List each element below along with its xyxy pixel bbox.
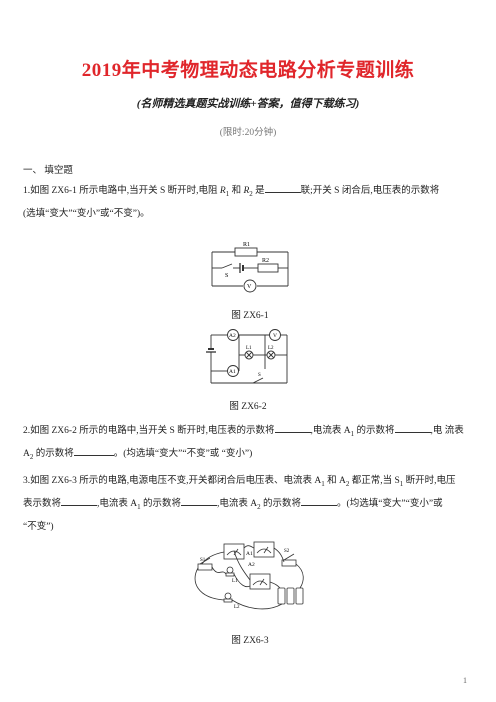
question-1: 1.如图 ZX6-1 所示电路中,当开关 S 断开时,电阻 R1 和 R2 是联…	[23, 181, 473, 224]
question-1-line-1: 1.如图 ZX6-1 所示电路中,当开关 S 断开时,电阻 R1 和 R2 是联…	[23, 181, 473, 204]
figure-zx6-3-apparatus: A1 A2 S1 S2 L1 L2	[194, 541, 304, 610]
q1-r1-sub: 1	[225, 189, 230, 198]
voltmeter-v2	[269, 329, 281, 341]
label-a2-apparatus: A2	[248, 562, 255, 568]
answer-blank[interactable]	[264, 182, 301, 193]
q3-sub-2: 2	[345, 479, 350, 488]
q3-text-f: ,电流表 A	[97, 498, 138, 509]
voltmeter-v	[243, 279, 257, 293]
switch-s2	[252, 377, 264, 384]
q2-text-f: 的示数将	[33, 448, 74, 459]
q3-text-e: 表示数将	[23, 498, 62, 509]
label-a1-apparatus: A1	[246, 551, 253, 557]
question-2-line-1: 2.如图 ZX6-2 所示的电路中,当开关 S 断开时,电压表的示数将 ,电流表 …	[23, 421, 473, 444]
q3-text-c: 都正常,当 S	[349, 476, 400, 486]
label-l2-apparatus: L2	[234, 605, 240, 610]
q2-text-g: 。(均选填“变大”“不变”或 “变小”)	[113, 448, 253, 459]
question-3-line-2: 表示数将,电流表 A1 的示数将,电流表 A2 的示数将。(均选填“变大”“变小…	[23, 494, 473, 517]
figure-zx6-2-circuit: A2 V L1 L2 A1 S	[206, 329, 288, 384]
resistor-r2	[257, 263, 279, 273]
q1-and: 和	[229, 186, 244, 196]
figure-zx6-3-caption: 图 ZX6-3	[231, 636, 269, 646]
q2-a2-sub: 2	[29, 452, 34, 461]
q3-sub-5: 2	[257, 502, 261, 511]
question-1-line-2: (选填“变大”“变小”或“不变”)。	[23, 208, 150, 219]
q1-r2: R	[243, 186, 250, 196]
q3-sub-4: 1	[137, 502, 141, 511]
section-heading: 一、 填空题	[23, 166, 73, 176]
label-a2: A2	[229, 333, 236, 339]
q3-sub-3: 1	[399, 479, 404, 488]
label-s2: S	[258, 373, 261, 378]
switch-s2-apparatus	[281, 559, 297, 567]
page-subtitle: (名师精选真题实战训练+答案，值得下载练习)	[136, 98, 360, 110]
q2-text-e: A	[23, 448, 30, 459]
battery-cell	[277, 587, 286, 605]
q1-text-a: 1.如图 ZX6-1 所示电路中,当开关 S 断开时,电阻	[23, 186, 220, 196]
label-r2: R2	[262, 258, 269, 264]
meter-a2	[253, 541, 275, 558]
label-l1: L1	[246, 346, 252, 351]
answer-blank[interactable]	[274, 422, 311, 433]
q1-is: 是	[252, 186, 265, 196]
q1-text-b: 联;开关 S 闭合后,电压表的示数将	[300, 186, 440, 196]
q3-text-j: 。(均选填“变大”“变小”或	[337, 498, 443, 509]
question-2: 2.如图 ZX6-2 所示的电路中,当开关 S 断开时,电压表的示数将 ,电流表 …	[23, 421, 473, 467]
q3-text-g: 的示数将	[140, 498, 182, 509]
ammeter-a1	[227, 365, 239, 377]
meter-a1	[223, 543, 245, 560]
q2-text-a: 2.如图 ZX6-2 所示的电路中,当开关 S 断开时,电压表的示数将	[23, 426, 275, 436]
question-3: 3.如图 ZX6-3 所示的电路,电源电压不变,开关都闭合后电压表、电流表 A1…	[23, 471, 473, 537]
q2-a1-sub: 1	[350, 429, 355, 438]
q3-text-d: 断开时,电压	[403, 476, 456, 486]
label-s2: S2	[284, 549, 290, 554]
answer-blank[interactable]	[73, 445, 114, 456]
label-r1: R1	[243, 242, 250, 248]
q3-text-i: 的示数将	[260, 498, 302, 509]
page-title: 2019年中考物理动态电路分析专题训练	[81, 60, 415, 81]
q1-r2-sub: 2	[249, 189, 253, 198]
figure-zx6-2-caption: 图 ZX6-2	[229, 402, 267, 412]
time-limit: (限时:20分钟)	[219, 128, 277, 138]
label-v: V	[247, 284, 252, 290]
ammeter-a2	[227, 329, 239, 341]
q1-r1: R	[219, 186, 226, 196]
meter-voltmeter	[249, 573, 271, 590]
q3-text-h: ,电流表 A	[217, 498, 258, 509]
label-a1: A1	[229, 369, 236, 375]
switch-s1	[197, 563, 213, 571]
question-3-line-3: “不变”)	[23, 521, 54, 532]
battery-cell	[286, 587, 295, 605]
q2-text-d: ,电 流表	[430, 426, 464, 436]
label-s1: S1	[200, 558, 206, 563]
label-l1-apparatus: L1	[232, 579, 238, 584]
label-v2: V	[273, 333, 277, 339]
q3-sub-1: 1	[321, 479, 325, 488]
page-number: 1	[463, 676, 467, 685]
question-3-line-1: 3.如图 ZX6-3 所示的电路,电源电压不变,开关都闭合后电压表、电流表 A1…	[23, 471, 473, 494]
q3-text-b: 和 A	[324, 476, 346, 486]
label-l2: L2	[268, 346, 274, 351]
label-s: S	[225, 273, 228, 279]
lamp-l2-apparatus	[224, 592, 232, 600]
answer-blank[interactable]	[61, 495, 98, 506]
figure-zx6-1-caption: 图 ZX6-1	[231, 311, 269, 321]
answer-blank[interactable]	[394, 422, 431, 433]
switch-s	[221, 263, 233, 269]
figure-zx6-1-circuit: R1 S R2 V	[211, 242, 289, 293]
lamp-l1-apparatus	[226, 566, 234, 574]
question-2-line-2: A2 的示数将 。(均选填“变大”“不变”或 “变小”)	[23, 444, 473, 467]
battery-cell	[295, 587, 304, 605]
q3-text-a: 3.如图 ZX6-3 所示的电路,电源电压不变,开关都闭合后电压表、电流表 A	[23, 476, 322, 486]
resistor-r1	[234, 247, 258, 257]
answer-blank[interactable]	[181, 495, 218, 506]
q2-text-c: 的示数将	[354, 426, 395, 436]
answer-blank[interactable]	[301, 495, 338, 506]
q2-text-b: ,电流表 A	[310, 426, 351, 436]
